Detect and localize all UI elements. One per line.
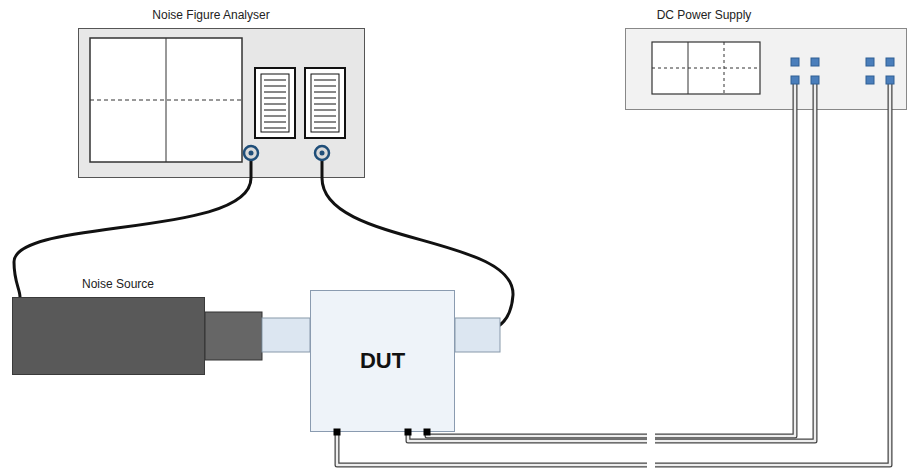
wire-stroke <box>427 110 795 436</box>
noise-source-connector <box>205 312 262 360</box>
node-label: Noise Figure Analyser <box>152 8 269 22</box>
dut-box: DUT <box>310 290 455 432</box>
node-label: Noise Source <box>82 277 154 291</box>
panel-details <box>78 28 365 178</box>
input-adapter <box>262 318 310 352</box>
node-label: DC Power Supply <box>657 8 752 22</box>
power-wire <box>408 110 815 441</box>
cable-break <box>647 430 655 446</box>
node-title: DUT <box>360 348 405 374</box>
wire-stroke <box>408 110 815 441</box>
wire-stroke <box>14 178 251 297</box>
analyser-box: Noise Figure Analyser <box>78 28 365 178</box>
wire-stroke <box>408 110 815 441</box>
wire-stroke <box>427 110 795 436</box>
output-adapter <box>455 318 500 352</box>
cable-break <box>647 459 655 471</box>
power-wire <box>427 110 795 436</box>
power-supply-box: DC Power Supply <box>625 28 907 110</box>
noise-source-body: Noise Source <box>12 297 205 375</box>
rf-cable <box>14 178 251 297</box>
panel-details <box>625 28 907 110</box>
